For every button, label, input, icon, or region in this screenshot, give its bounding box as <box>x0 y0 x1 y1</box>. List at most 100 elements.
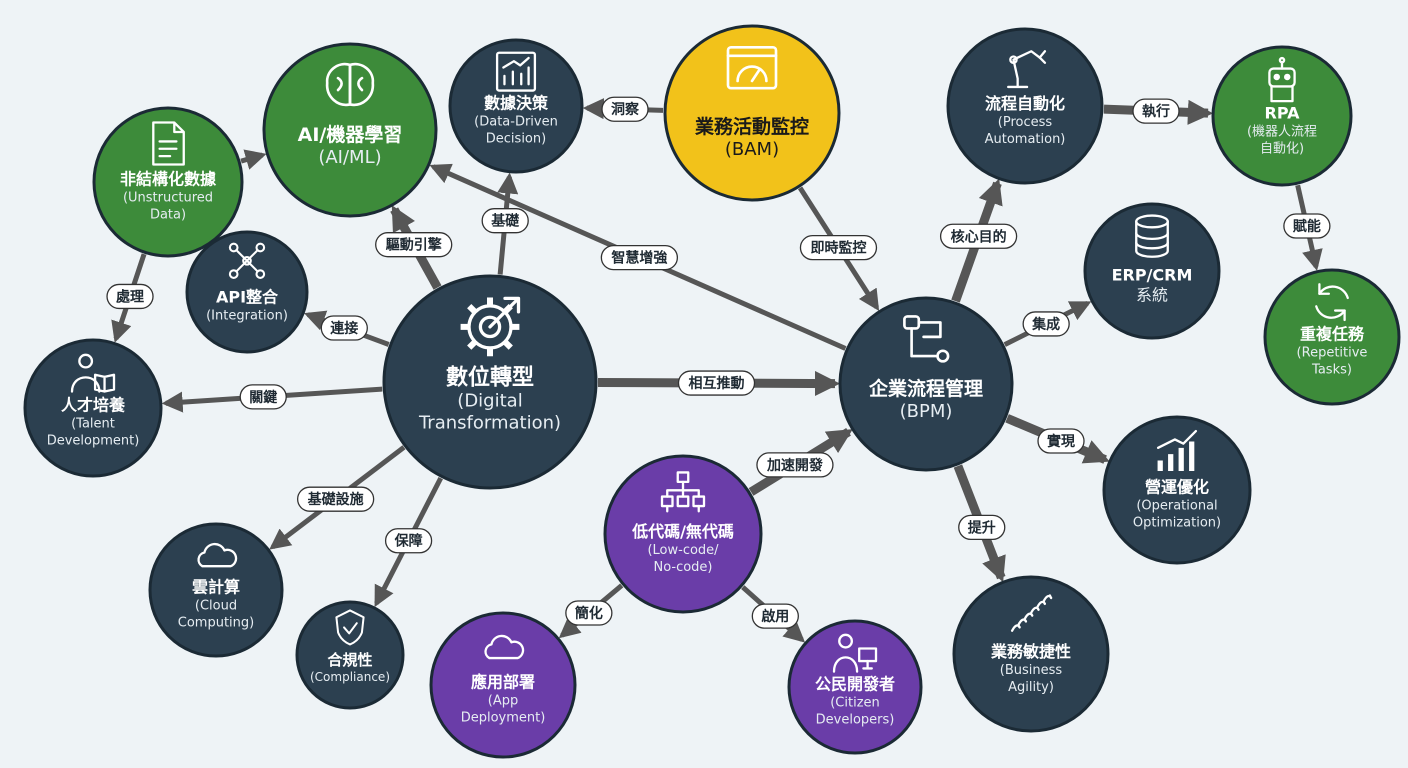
node-circle <box>448 38 584 174</box>
node-title: 數據決策 <box>484 93 549 112</box>
node-circle <box>1083 202 1221 340</box>
edge-label-text: 加速開發 <box>766 457 824 474</box>
edge-label-text: 智慧增強 <box>610 250 667 267</box>
edge-label-digital-cloud: 基礎設施 <box>296 486 375 512</box>
node-subtitle: Data) <box>150 208 186 223</box>
edge-label-text: 處理 <box>116 288 144 305</box>
node-subtitle: Automation) <box>985 132 1066 147</box>
node-subtitle: (BAM) <box>725 139 779 160</box>
edge-label-text: 連接 <box>330 320 358 337</box>
edge-label-text: 關鍵 <box>249 389 277 406</box>
node-subtitle: (Low-code/ <box>647 543 719 558</box>
edge-label-digital-talent: 關鍵 <box>239 384 287 410</box>
node-subtitle: (App <box>488 694 518 709</box>
node-title: 合規性 <box>326 651 372 669</box>
edge-label-pill <box>375 232 453 258</box>
node-api[interactable]: API整合(Integration) <box>185 230 309 354</box>
edge-label-lowcode-deploy: 簡化 <box>565 600 613 626</box>
edge-label-pill <box>1283 213 1331 239</box>
edge-label-pill <box>296 486 375 512</box>
node-title: 應用部署 <box>471 673 535 692</box>
edge-label-text: 基礎 <box>491 213 520 230</box>
node-lowcode[interactable]: 低代碼/無代碼(Low-code/No-code) <box>603 454 763 614</box>
edge-label-bpm-ai: 智慧增強 <box>600 244 679 271</box>
node-title: 數位轉型 <box>446 364 534 390</box>
robot-icon <box>1268 56 1296 103</box>
node-circle <box>952 575 1110 733</box>
bar-trend-icon <box>1156 429 1198 471</box>
edge-label-digital-bpm: 相互推動 <box>677 370 756 396</box>
person-monitor-icon <box>832 633 878 673</box>
node-title: 業務敏捷性 <box>990 642 1071 661</box>
node-subtitle: Development) <box>47 433 140 448</box>
shield-check-icon <box>335 609 365 646</box>
person-book-icon <box>70 353 116 393</box>
edge-label-pill <box>106 283 154 310</box>
node-circle <box>787 619 923 755</box>
node-title: 人才培養 <box>61 395 125 414</box>
node-subtitle: (Data-Driven <box>474 114 558 129</box>
growth-chart-icon <box>495 51 537 92</box>
node-title: API整合 <box>216 288 279 307</box>
node-circle <box>1211 45 1353 187</box>
edge-label-pill <box>601 96 649 122</box>
node-subtitle: (Compliance) <box>310 670 390 684</box>
edge-label-text: 賦能 <box>1292 218 1321 235</box>
edge-label-digital-data: 基礎 <box>481 208 529 234</box>
node-circle <box>148 522 284 658</box>
node-subtitle: Tasks) <box>1311 362 1352 377</box>
node-title: 營運優化 <box>1145 478 1209 497</box>
node-title: ERP/CRM <box>1112 265 1193 284</box>
edge-label-text: 洞察 <box>611 101 640 118</box>
edge-label-text: 即時監控 <box>810 240 866 257</box>
edge-label-text: 集成 <box>1031 316 1060 333</box>
node-subtitle: (機器人流程 <box>1247 124 1317 139</box>
node-subtitle: (Business <box>1000 663 1063 678</box>
edge-label-pill <box>239 384 287 410</box>
node-subtitle: Decision) <box>486 131 546 146</box>
edge-label-text: 保障 <box>394 533 423 550</box>
database-icon <box>1135 214 1169 258</box>
edge-label-lowcode-bpm: 加速開發 <box>756 452 834 478</box>
node-subtitle: 自動化) <box>1260 141 1304 156</box>
node-subtitle: (Cloud <box>195 598 237 613</box>
edge-label-bam-data: 洞察 <box>601 96 649 122</box>
node-subtitle: (BPM) <box>900 401 953 422</box>
edge-label-pill <box>600 244 679 271</box>
edge-label-pill <box>481 208 529 234</box>
edge-label-text: 相互推動 <box>688 375 744 392</box>
node-subtitle: Agility) <box>1008 680 1054 695</box>
node-bpm[interactable]: 企業流程管理(BPM) <box>838 296 1014 472</box>
node-title: 業務活動監控 <box>694 115 809 138</box>
edge-label-digital-compliance: 保障 <box>384 528 433 554</box>
refresh-icon <box>1315 283 1349 322</box>
node-circle <box>382 274 598 490</box>
edge-label-pill <box>565 600 613 626</box>
node-title: 企業流程管理 <box>868 377 983 400</box>
node-bam[interactable]: 業務活動監控(BAM) <box>663 24 841 202</box>
spring-icon <box>1010 594 1053 632</box>
node-title: 公民開發者 <box>815 674 895 693</box>
node-ai[interactable]: AI/機器學習(AI/ML) <box>262 42 438 218</box>
node-title: 低代碼/無代碼 <box>631 522 734 541</box>
node-subtitle: (Operational <box>1136 499 1217 514</box>
dashboard-gauge-icon <box>726 46 778 90</box>
edge-label-text: 核心目的 <box>951 228 1007 245</box>
node-compliance[interactable]: 合規性(Compliance) <box>295 600 405 710</box>
edge-label-text: 驅動引擎 <box>386 237 442 254</box>
